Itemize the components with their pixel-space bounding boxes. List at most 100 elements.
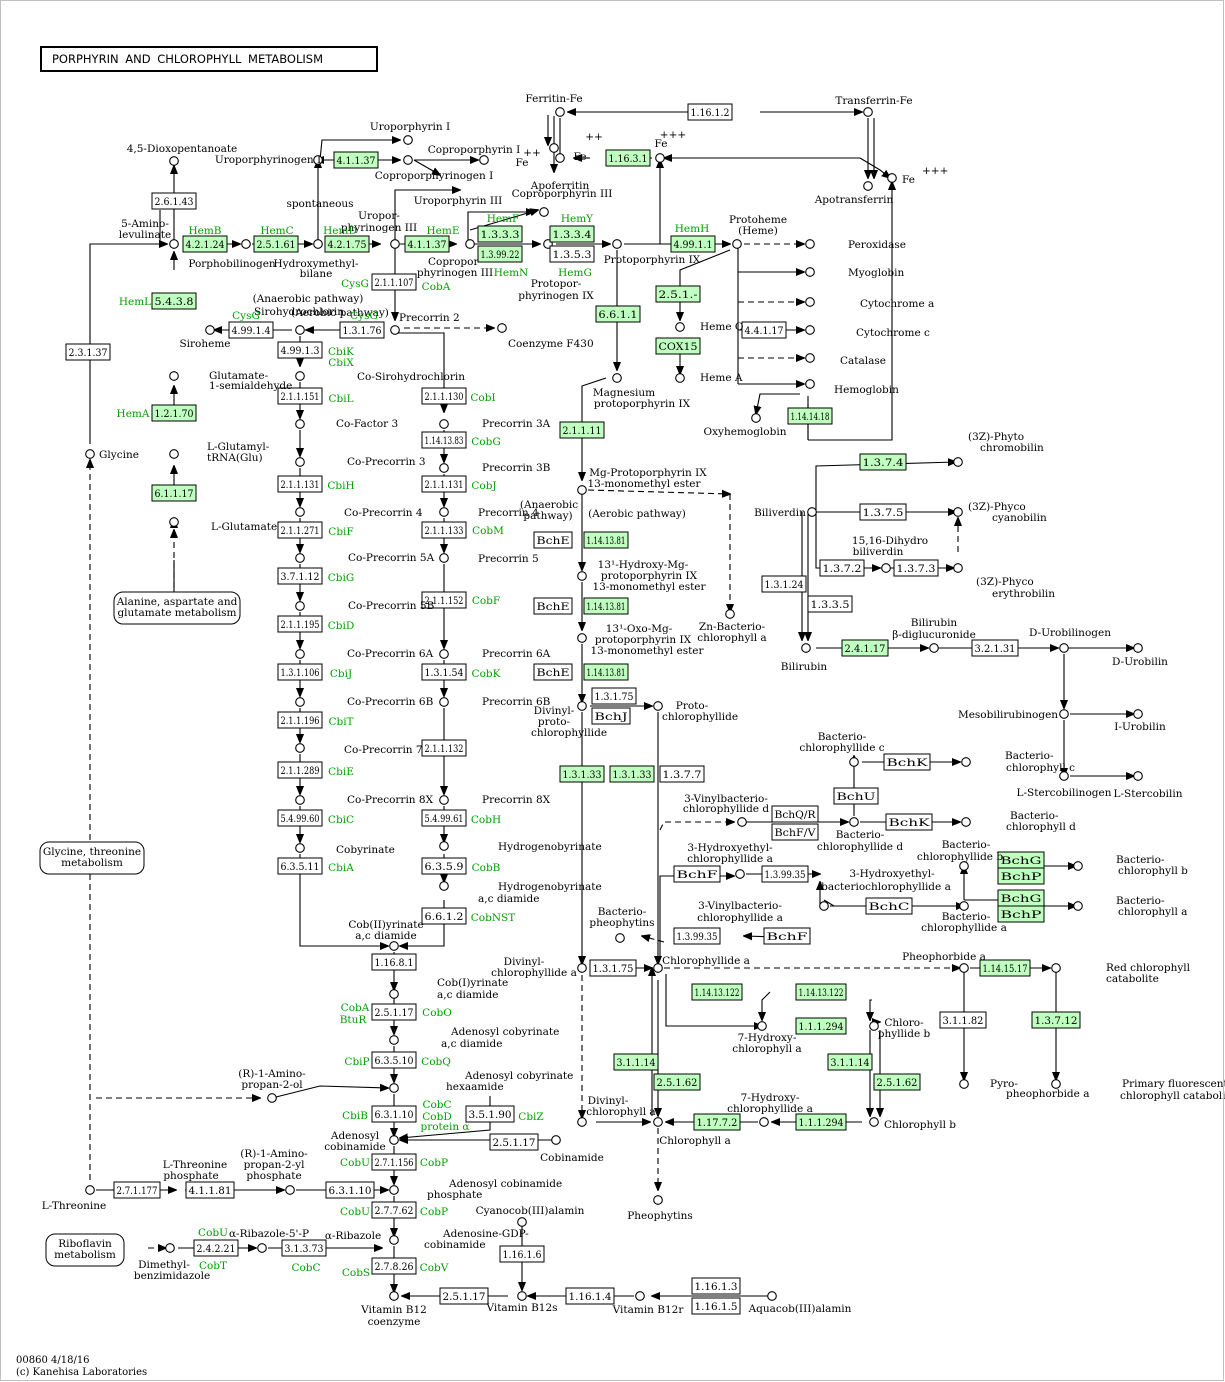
- compound-node[interactable]: [869, 1117, 879, 1127]
- compound-node[interactable]: [555, 107, 565, 117]
- enzyme-box[interactable]: 2.7.1.177: [113, 1181, 161, 1199]
- gene-label[interactable]: CobT: [199, 1260, 227, 1272]
- compound-node[interactable]: [961, 817, 971, 827]
- compound-node[interactable]: [85, 1185, 95, 1195]
- compound-node[interactable]: [551, 1135, 561, 1145]
- gene-label[interactable]: HemY: [561, 213, 594, 225]
- gene-label[interactable]: HemA: [117, 408, 150, 420]
- gene-label[interactable]: CobD: [422, 1111, 452, 1123]
- compound-node[interactable]: [439, 841, 449, 851]
- compound-node[interactable]: [389, 1035, 399, 1045]
- enzyme-box[interactable]: 3.5.1.90: [465, 1105, 515, 1123]
- compound-node[interactable]: [1051, 1079, 1061, 1089]
- gene-label[interactable]: CobO: [422, 1007, 452, 1019]
- enzyme-box[interactable]: BchC: [865, 897, 913, 915]
- gene-label[interactable]: CobG: [471, 436, 500, 448]
- enzyme-box[interactable]: 2.1.1.107: [371, 273, 417, 291]
- compound-node[interactable]: [439, 697, 449, 707]
- gene-label[interactable]: CobA: [422, 281, 451, 293]
- compound-node[interactable]: [285, 1185, 295, 1195]
- enzyme-box[interactable]: 4.1.1.37: [333, 151, 379, 169]
- compound-node[interactable]: [241, 239, 251, 249]
- gene-label[interactable]: CbiH: [327, 480, 354, 492]
- compound-node[interactable]: [577, 633, 587, 643]
- compound-node[interactable]: [612, 239, 622, 249]
- enzyme-box[interactable]: 1.3.1.33: [559, 765, 605, 783]
- enzyme-box[interactable]: 1.16.1.4: [565, 1287, 615, 1305]
- gene-label[interactable]: protein α: [420, 1121, 469, 1133]
- enzyme-box[interactable]: 4.99.1.3: [277, 341, 323, 359]
- compound-node[interactable]: [929, 643, 939, 653]
- enzyme-box[interactable]: 6.1.1.17: [151, 484, 197, 502]
- enzyme-box[interactable]: 6.3.1.10: [371, 1105, 417, 1123]
- enzyme-box[interactable]: 4.4.1.17: [741, 321, 787, 339]
- gene-label[interactable]: CbiD: [328, 620, 355, 632]
- enzyme-box[interactable]: BchG: [997, 851, 1045, 869]
- compound-node[interactable]: [465, 239, 475, 249]
- compound-node[interactable]: [953, 457, 963, 467]
- enzyme-box[interactable]: 3.1.3.73: [281, 1239, 327, 1257]
- enzyme-box[interactable]: 2.6.1.43: [151, 192, 197, 210]
- enzyme-box[interactable]: 4.99.1.1: [670, 235, 716, 253]
- gene-label[interactable]: CobP: [420, 1157, 448, 1169]
- compound-node[interactable]: [577, 963, 587, 973]
- gene-label[interactable]: CobM: [472, 525, 504, 537]
- compound-node[interactable]: [953, 563, 963, 573]
- enzyme-box[interactable]: 1.17.7.2: [693, 1113, 741, 1131]
- compound-node[interactable]: [757, 1021, 767, 1031]
- enzyme-box[interactable]: 1.16.1.5: [691, 1297, 741, 1315]
- enzyme-box[interactable]: 2.7.7.62: [371, 1201, 417, 1219]
- enzyme-box[interactable]: 1.3.7.7: [659, 765, 705, 783]
- enzyme-box[interactable]: 1.3.99.35: [673, 927, 721, 945]
- enzyme-box[interactable]: BchP: [997, 867, 1045, 885]
- compound-node[interactable]: [389, 941, 399, 951]
- compound-node[interactable]: [1059, 643, 1069, 653]
- compound-node[interactable]: [849, 757, 859, 767]
- compound-node[interactable]: [735, 869, 745, 879]
- compound-node[interactable]: [517, 1291, 527, 1301]
- gene-label[interactable]: CbiZ: [518, 1111, 543, 1123]
- enzyme-box[interactable]: 5.4.99.61: [421, 809, 467, 827]
- gene-label[interactable]: CobC: [291, 1262, 320, 1274]
- enzyme-box[interactable]: 2.4.2.21: [193, 1239, 239, 1257]
- compound-node[interactable]: [767, 1291, 777, 1301]
- enzyme-box[interactable]: 1.3.5.3: [549, 245, 595, 263]
- enzyme-box[interactable]: 6.3.1.10: [325, 1181, 375, 1199]
- enzyme-box[interactable]: 1.14.13.81: [583, 531, 629, 549]
- enzyme-box[interactable]: BchF: [673, 865, 721, 883]
- enzyme-box[interactable]: 2.5.1.62: [873, 1073, 921, 1091]
- compound-node[interactable]: [295, 419, 305, 429]
- compound-node[interactable]: [1073, 861, 1083, 871]
- compound-node[interactable]: [403, 155, 413, 165]
- enzyme-box[interactable]: 2.1.1.131: [421, 475, 467, 493]
- compound-node[interactable]: [959, 963, 969, 973]
- enzyme-box[interactable]: 2.5.1.17: [439, 1287, 489, 1305]
- enzyme-box[interactable]: 1.14.13.122: [691, 983, 743, 1001]
- enzyme-box[interactable]: 1.3.1.75: [591, 687, 637, 705]
- enzyme-box[interactable]: 4.2.1.75: [324, 235, 370, 253]
- gene-label[interactable]: CobK: [472, 668, 501, 680]
- enzyme-box[interactable]: 1.3.7.2: [819, 559, 865, 577]
- compound-node[interactable]: [169, 156, 179, 166]
- compound-node[interactable]: [295, 507, 305, 517]
- enzyme-box[interactable]: 2.4.1.17: [841, 639, 889, 657]
- compound-node[interactable]: [1133, 709, 1143, 719]
- compound-node[interactable]: [389, 1135, 399, 1145]
- enzyme-box[interactable]: 4.1.1.81: [185, 1181, 235, 1199]
- gene-label[interactable]: CbiL: [328, 393, 353, 405]
- enzyme-box[interactable]: 1.3.99.22: [477, 245, 523, 263]
- compound-node[interactable]: [863, 181, 873, 191]
- enzyme-box[interactable]: 1.3.1.75: [589, 959, 637, 977]
- gene-label[interactable]: HemH: [675, 223, 709, 235]
- gene-label[interactable]: CbiE: [328, 766, 354, 778]
- compound-node[interactable]: [577, 485, 587, 495]
- enzyme-box[interactable]: 2.7.8.26: [371, 1257, 417, 1275]
- enzyme-box[interactable]: 1.16.8.1: [371, 953, 417, 971]
- enzyme-box[interactable]: 1.14.13.122: [795, 983, 847, 1001]
- enzyme-box[interactable]: 1.3.1.54: [421, 663, 467, 681]
- compound-node[interactable]: [313, 239, 323, 249]
- compound-node[interactable]: [549, 143, 559, 153]
- gene-label[interactable]: CbiC: [328, 814, 354, 826]
- compound-node[interactable]: [267, 1093, 277, 1103]
- compound-node[interactable]: [295, 325, 305, 335]
